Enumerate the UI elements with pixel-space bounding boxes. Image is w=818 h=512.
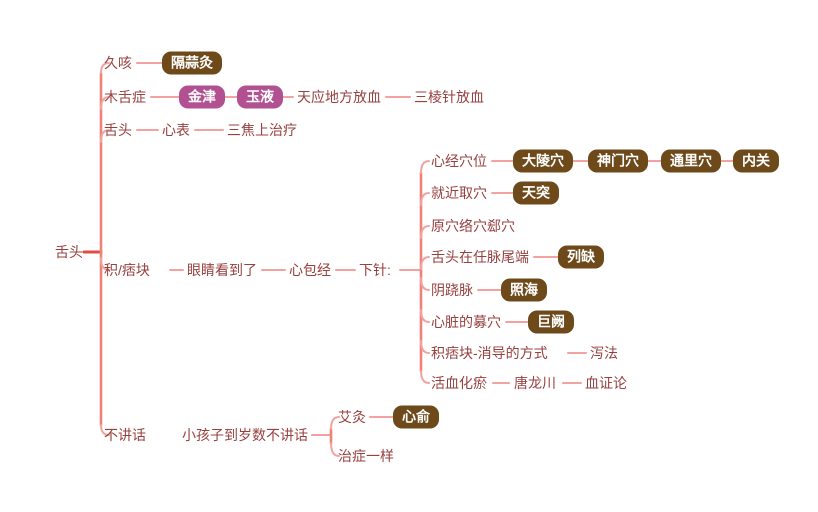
node-chronic-cough[interactable]: 久咳 — [104, 55, 132, 71]
badge-lieque[interactable]: 列缺 — [558, 245, 604, 269]
root-branch-lines — [82, 62, 110, 436]
node-tongue[interactable]: 舌头 — [104, 122, 132, 138]
node-three-edge-needle-bloodletting[interactable]: 三棱针放血 — [414, 89, 484, 105]
node-not-speaking[interactable]: 不讲话 — [104, 427, 146, 443]
badge-jinjin[interactable]: 金津 — [179, 85, 225, 109]
node-visible-to-eye[interactable]: 眼睛看到了 — [187, 262, 257, 278]
node-lump[interactable]: 积/痞块 — [104, 262, 150, 278]
node-moxibustion[interactable]: 艾灸 — [338, 409, 366, 425]
node-yuan-luo-xi-points[interactable]: 原穴络穴郄穴 — [431, 218, 515, 234]
node-ashi-bloodletting[interactable]: 天应地方放血 — [297, 89, 381, 105]
node-wooden-tongue[interactable]: 木舌症 — [104, 89, 146, 105]
badge-xinshu[interactable]: 心俞 — [393, 405, 439, 429]
badge-neiguan[interactable]: 内关 — [733, 149, 779, 173]
badge-daling[interactable]: 大陵穴 — [513, 149, 573, 173]
badge-tongli[interactable]: 通里穴 — [661, 149, 721, 173]
badge-juque[interactable]: 巨阙 — [528, 310, 574, 334]
node-tongue-renmai-tail[interactable]: 舌头在任脉尾端 — [431, 249, 529, 265]
node-child-not-speaking[interactable]: 小孩子到岁数不讲话 — [182, 427, 308, 443]
badge-shenmen[interactable]: 神门穴 — [588, 149, 648, 173]
node-nearby-point-selection[interactable]: 就近取穴 — [431, 185, 487, 201]
node-needling[interactable]: 下针: — [359, 262, 391, 278]
node-draining-method[interactable]: 泻法 — [590, 345, 618, 361]
badge-tiantu[interactable]: 天突 — [513, 181, 559, 205]
node-heart-exterior[interactable]: 心表 — [162, 122, 190, 138]
node-lump-dispersing-method[interactable]: 积痞块-消导的方式 — [431, 345, 548, 361]
node-xuezhenglun[interactable]: 血证论 — [585, 375, 627, 391]
node-tang-longchuan[interactable]: 唐龙川 — [514, 375, 556, 391]
node-yinqiao-vessel[interactable]: 阴跷脉 — [431, 282, 473, 298]
node-sanjiao-treatment[interactable]: 三焦上治疗 — [227, 122, 297, 138]
node-heart-mu-point[interactable]: 心脏的募穴 — [431, 314, 501, 330]
node-heart-meridian-points[interactable]: 心经穴位 — [431, 153, 487, 169]
badge-garlic-moxibustion[interactable]: 隔蒜灸 — [162, 51, 222, 75]
node-root-tongue[interactable]: 舌头 — [55, 244, 83, 260]
badge-zhaohai[interactable]: 照海 — [501, 278, 547, 302]
node-pericardium-meridian[interactable]: 心包经 — [289, 262, 331, 278]
badge-yuye[interactable]: 玉液 — [237, 85, 283, 109]
node-same-treatment[interactable]: 治症一样 — [338, 448, 394, 464]
node-invigorate-blood[interactable]: 活血化瘀 — [431, 375, 487, 391]
